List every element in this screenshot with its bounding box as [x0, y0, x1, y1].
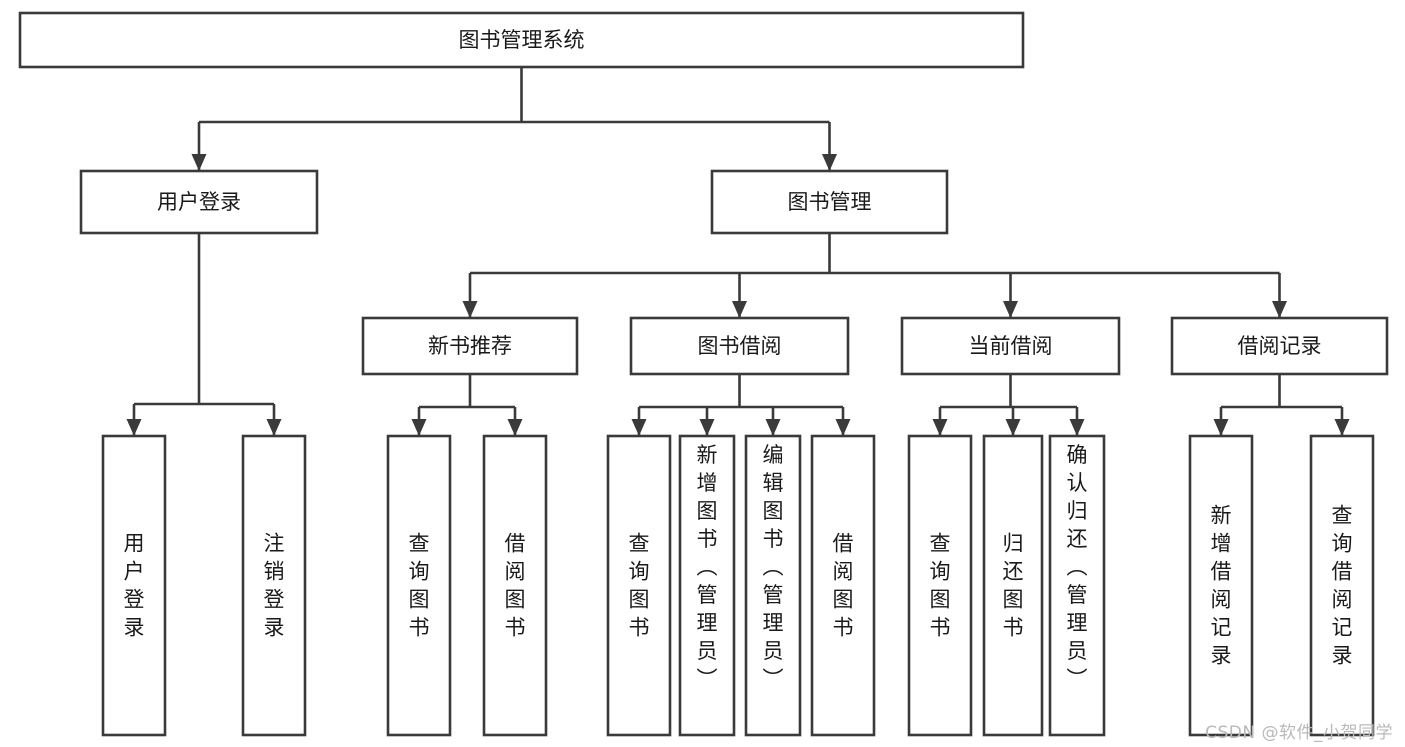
node-current-borrow-box[interactable]: [900, 316, 1121, 376]
node-borrow-record-box[interactable]: [1170, 316, 1389, 376]
book-borrow-to-leaves-arrow-3: [835, 419, 851, 436]
node-leaf-query-book-3[interactable]: 查询图书: [907, 434, 973, 737]
node-leaf-query-book-3-label: 查询图书: [930, 532, 951, 640]
book-management-to-l3-arrow-0: [462, 301, 478, 318]
book-management-to-l3-arrow-2: [1003, 301, 1018, 318]
node-leaf-borrow-book-1-label: 借阅图书: [505, 532, 526, 640]
current-borrow-to-leaves-arrow-2: [1069, 419, 1085, 436]
node-leaf-query-book-2-box[interactable]: [606, 434, 672, 737]
node-leaf-borrow-book-1[interactable]: 借阅图书: [482, 434, 548, 737]
node-root[interactable]: 图书管理系统: [18, 11, 1025, 69]
node-leaf-add-book[interactable]: 新增图书︵管理员︶: [678, 434, 736, 737]
node-user-login[interactable]: 用户登录: [79, 169, 319, 235]
book-borrow-to-leaves-arrow-1: [699, 419, 715, 436]
node-leaf-user-logout-label: 注销登录: [264, 532, 285, 640]
watermark-label: CSDN @软件_小贺同学: [1205, 723, 1393, 743]
node-leaf-query-book-1[interactable]: 查询图书: [386, 434, 452, 737]
node-current-borrow[interactable]: 当前借阅: [900, 316, 1121, 376]
book-borrow-to-leaves-arrow-2: [765, 419, 781, 436]
new-book-recommend-to-leaves-arrow-0: [411, 419, 427, 436]
node-borrow-record-label: 借阅记录: [1238, 334, 1322, 358]
node-leaf-confirm-return[interactable]: 确认归还︵管理员︶: [1048, 434, 1106, 737]
node-leaf-add-record-label: 新增借阅记录: [1211, 504, 1232, 668]
node-leaf-borrow-book-2-box[interactable]: [810, 434, 876, 737]
book-management-to-l3-arrow-3: [1272, 301, 1287, 318]
current-borrow-to-leaves-arrow-0: [932, 419, 948, 436]
node-new-book-recommend-label: 新书推荐: [428, 334, 512, 358]
node-leaf-user-logout-box[interactable]: [241, 434, 307, 737]
user-login-to-leaves-arrow-1: [266, 419, 282, 436]
node-leaf-query-book-3-box[interactable]: [907, 434, 973, 737]
borrow-record-to-leaves-arrow-1: [1334, 419, 1350, 436]
node-leaf-user-login-label: 用户登录: [124, 532, 145, 640]
book-management-to-l3-arrow-1: [732, 301, 747, 318]
node-leaf-query-book-2[interactable]: 查询图书: [606, 434, 672, 737]
book-borrow-to-leaves-arrow-0: [631, 419, 647, 436]
node-leaf-return-book-label: 归还图书: [1003, 532, 1024, 640]
node-leaf-query-book-2-label: 查询图书: [629, 532, 650, 640]
node-leaf-confirm-return-label: 确认归还︵管理员︶: [1067, 443, 1088, 691]
node-leaf-query-record[interactable]: 查询借阅记录: [1309, 434, 1375, 737]
node-leaf-add-record-box[interactable]: [1188, 434, 1254, 737]
node-book-management-label: 图书管理: [788, 190, 872, 214]
root-to-l2-arrow-1: [822, 154, 837, 171]
node-leaf-edit-book[interactable]: 编辑图书︵管理员︶: [744, 434, 802, 737]
node-book-borrow-box[interactable]: [629, 316, 850, 376]
current-borrow-to-leaves-arrow-1: [1005, 419, 1021, 436]
node-leaf-edit-book-label: 编辑图书︵管理员︶: [763, 443, 784, 691]
new-book-recommend-to-leaves-arrow-1: [507, 419, 523, 436]
node-book-management[interactable]: 图书管理: [710, 169, 949, 235]
borrow-record-to-leaves-arrow-0: [1213, 419, 1229, 436]
node-leaf-return-book[interactable]: 归还图书: [982, 434, 1044, 737]
node-leaf-user-logout[interactable]: 注销登录: [241, 434, 307, 737]
node-leaf-query-record-box[interactable]: [1309, 434, 1375, 737]
node-leaf-add-book-box[interactable]: [678, 434, 736, 737]
node-leaf-edit-book-box[interactable]: [744, 434, 802, 737]
node-leaf-add-record[interactable]: 新增借阅记录: [1188, 434, 1254, 737]
node-leaf-add-book-label: 新增图书︵管理员︶: [697, 443, 718, 691]
node-current-borrow-label: 当前借阅: [969, 334, 1053, 358]
node-leaf-borrow-book-1-box[interactable]: [482, 434, 548, 737]
connectors-layer: [126, 67, 1350, 436]
node-new-book-recommend-box[interactable]: [361, 316, 579, 376]
node-user-login-box[interactable]: [79, 169, 319, 235]
node-leaf-borrow-book-2[interactable]: 借阅图书: [810, 434, 876, 737]
node-leaf-user-login[interactable]: 用户登录: [101, 434, 167, 737]
node-leaf-borrow-book-2-label: 借阅图书: [833, 532, 854, 640]
root-to-l2-arrow-0: [191, 154, 207, 171]
nodes-layer: 图书管理系统用户登录图书管理新书推荐图书借阅当前借阅借阅记录用户登录注销登录查询…: [18, 11, 1389, 737]
node-leaf-query-book-1-label: 查询图书: [409, 532, 430, 640]
node-leaf-confirm-return-box[interactable]: [1048, 434, 1106, 737]
node-book-borrow[interactable]: 图书借阅: [629, 316, 850, 376]
node-book-management-box[interactable]: [710, 169, 949, 235]
node-leaf-query-record-label: 查询借阅记录: [1332, 504, 1353, 668]
node-leaf-return-book-box[interactable]: [982, 434, 1044, 737]
node-root-box[interactable]: [18, 11, 1025, 69]
node-root-label: 图书管理系统: [459, 28, 585, 52]
user-login-to-leaves-arrow-0: [126, 419, 142, 436]
node-leaf-query-book-1-box[interactable]: [386, 434, 452, 737]
node-leaf-user-login-box[interactable]: [101, 434, 167, 737]
node-new-book-recommend[interactable]: 新书推荐: [361, 316, 579, 376]
node-borrow-record[interactable]: 借阅记录: [1170, 316, 1389, 376]
node-book-borrow-label: 图书借阅: [698, 334, 782, 358]
node-user-login-label: 用户登录: [157, 190, 241, 214]
